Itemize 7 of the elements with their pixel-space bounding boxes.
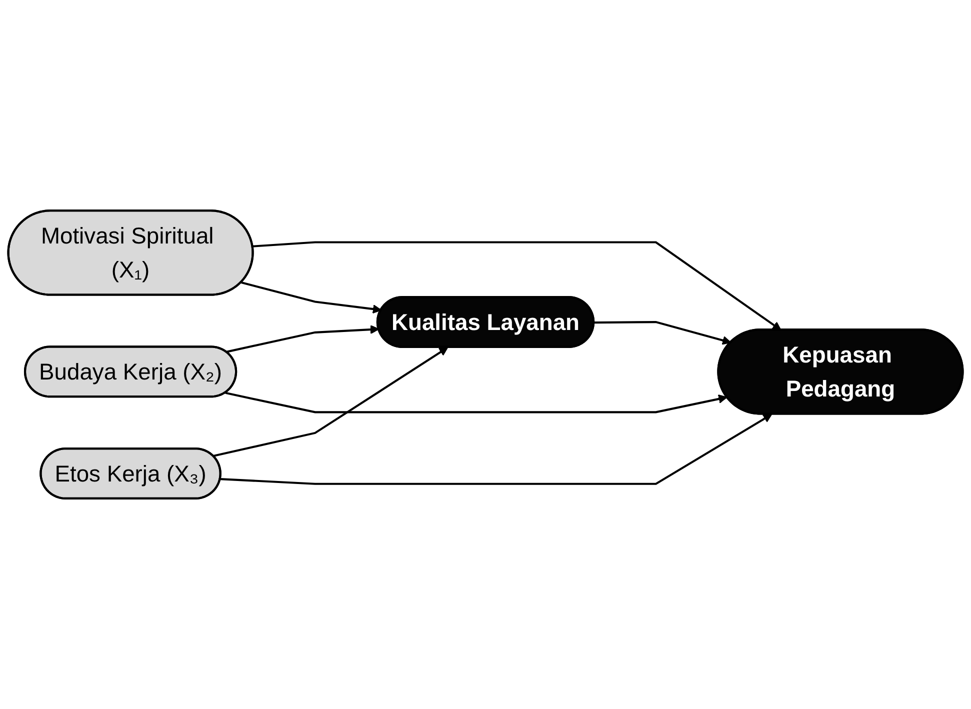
arrow [594, 320, 732, 345]
arrow [225, 392, 728, 414]
arrow [241, 282, 382, 314]
arrow [220, 414, 772, 485]
arrow [212, 347, 448, 457]
arrow [226, 324, 380, 353]
arrow [252, 241, 782, 330]
